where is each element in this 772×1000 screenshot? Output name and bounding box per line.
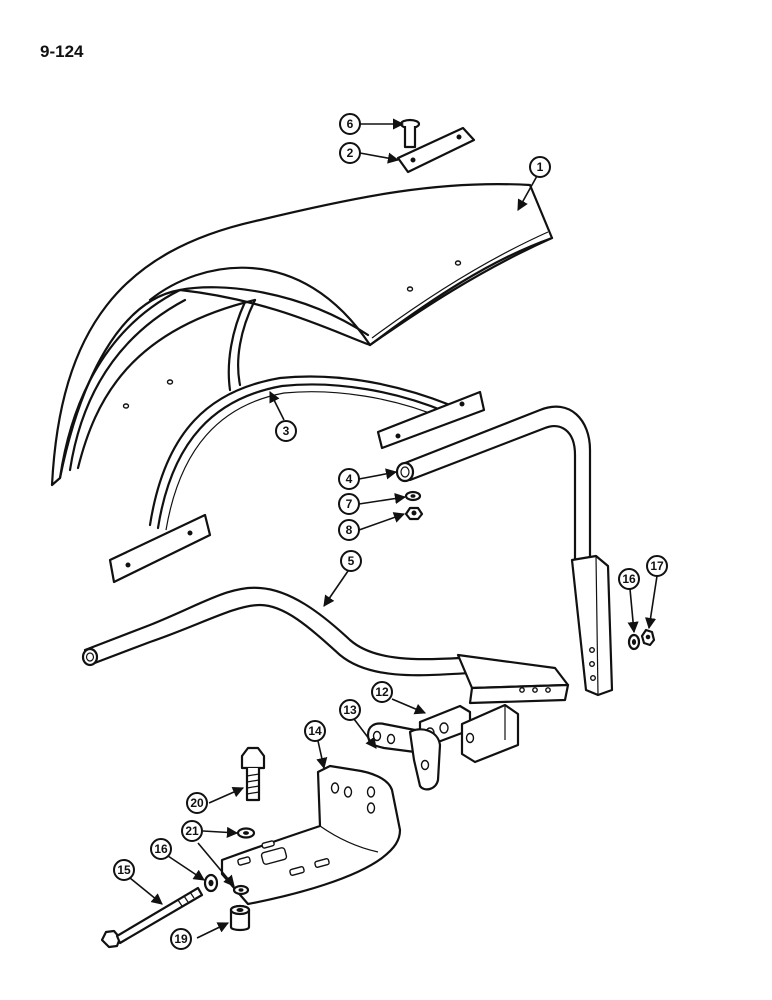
upper-support-tube (395, 405, 614, 697)
callout-5: 5 (340, 550, 362, 572)
svg-text:13: 13 (343, 703, 357, 717)
callout-6: 6 (339, 113, 361, 135)
lock-washer (236, 827, 256, 839)
leader-lines (129, 118, 658, 939)
callout-16-lower: 16 (150, 838, 172, 860)
svg-text:8: 8 (346, 523, 353, 537)
callout-7: 7 (338, 493, 360, 515)
svg-text:20: 20 (190, 796, 204, 810)
mounting-plate (396, 126, 476, 174)
inner-fender-skirt (108, 375, 486, 584)
callout-20: 20 (186, 792, 208, 814)
svg-text:1: 1 (537, 160, 544, 174)
lock-nut (404, 506, 424, 521)
callout-15: 15 (113, 859, 135, 881)
svg-text:6: 6 (347, 117, 354, 131)
nut (232, 884, 250, 896)
mounting-bracket (220, 764, 402, 906)
nut (640, 628, 656, 647)
svg-text:16: 16 (622, 572, 636, 586)
callout-1: 1 (529, 156, 551, 178)
callout-2: 2 (339, 142, 361, 164)
long-bolt (100, 886, 204, 949)
washer (404, 490, 422, 502)
callout-16: 16 (618, 568, 640, 590)
svg-text:14: 14 (308, 724, 322, 738)
washer (627, 633, 641, 651)
svg-text:12: 12 (375, 685, 389, 699)
svg-text:4: 4 (346, 472, 353, 486)
hex-bolt (240, 746, 266, 802)
svg-text:7: 7 (346, 497, 353, 511)
svg-text:16: 16 (154, 842, 168, 856)
page-number: 9-124 (40, 42, 84, 61)
callout-4: 4 (338, 468, 360, 490)
lower-support-tube (81, 586, 570, 705)
callout-12: 12 (371, 681, 393, 703)
svg-text:15: 15 (117, 863, 131, 877)
svg-text:5: 5 (348, 554, 355, 568)
fender (50, 182, 554, 487)
callout-14: 14 (304, 720, 326, 742)
washer (203, 873, 219, 893)
spacer-bushing (229, 904, 251, 932)
callout-21: 21 (181, 820, 203, 842)
callout-19: 19 (170, 928, 192, 950)
svg-text:19: 19 (174, 932, 188, 946)
callout-17: 17 (646, 555, 668, 577)
svg-text:17: 17 (650, 559, 664, 573)
svg-text:21: 21 (185, 824, 199, 838)
svg-text:3: 3 (283, 424, 290, 438)
callout-8: 8 (338, 519, 360, 541)
svg-text:2: 2 (347, 146, 354, 160)
callout-13: 13 (339, 699, 361, 721)
carriage-bolt (399, 118, 421, 149)
callout-3: 3 (275, 420, 297, 442)
